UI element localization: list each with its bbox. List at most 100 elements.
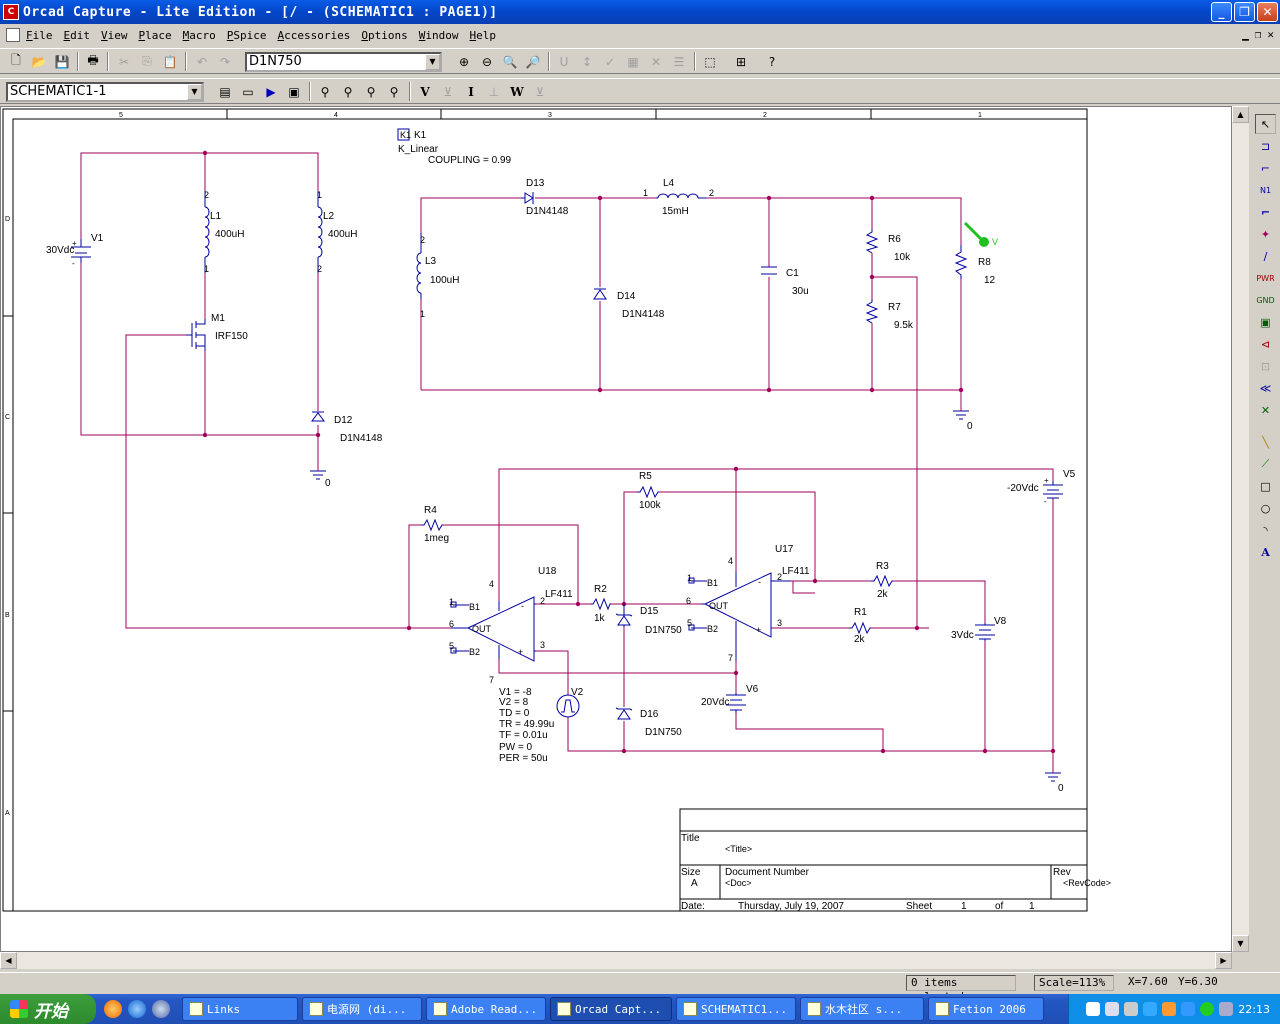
chevron-down-icon[interactable]: ▼ xyxy=(187,84,202,100)
scroll-right-icon[interactable]: ▶ xyxy=(1215,952,1232,969)
voltage-display-icon[interactable]: ⊻ xyxy=(443,84,453,99)
scroll-down-icon[interactable]: ▼ xyxy=(1232,935,1249,952)
place-arc-icon[interactable]: ◝ xyxy=(1263,523,1268,537)
menu-help[interactable]: Help xyxy=(469,28,496,42)
project-manager-icon[interactable]: ⊞ xyxy=(735,54,747,69)
ie-icon[interactable] xyxy=(128,1000,146,1018)
drc-icon[interactable]: ✓ xyxy=(604,54,616,69)
voltage-probe[interactable]: V xyxy=(963,221,998,247)
voltage-marker-icon[interactable]: ⚲ xyxy=(320,84,330,99)
place-wire-icon[interactable]: ⌐ xyxy=(1260,161,1271,175)
task-orcad[interactable]: Orcad Capt... xyxy=(550,997,672,1021)
annotate-icon[interactable]: U xyxy=(559,54,569,69)
place-junction-icon[interactable]: ✦ xyxy=(1260,227,1271,241)
scroll-left-icon[interactable]: ◀ xyxy=(0,952,17,969)
place-port-icon[interactable]: ⊲ xyxy=(1260,337,1271,351)
cross-ref-icon[interactable]: ✕ xyxy=(650,54,662,69)
save-icon[interactable]: 💾 xyxy=(54,54,70,69)
menu-accessories[interactable]: Accessories xyxy=(277,28,351,42)
close-button[interactable]: ✕ xyxy=(1257,2,1278,22)
place-net-alias-icon[interactable]: N1 xyxy=(1259,185,1272,195)
place-ground-icon[interactable]: GND xyxy=(1256,295,1275,305)
place-part-icon[interactable]: ⊐ xyxy=(1260,139,1271,153)
task-dianyuan[interactable]: 电源网 (di... xyxy=(302,997,422,1021)
mdi-minimize-icon[interactable]: ▁ xyxy=(1242,28,1249,41)
volume-icon[interactable] xyxy=(1124,1002,1139,1016)
task-fetion[interactable]: Fetion 2006 xyxy=(928,997,1044,1021)
run-icon[interactable]: ▶ xyxy=(266,84,276,99)
edit-sim-profile-icon[interactable]: ▭ xyxy=(242,84,254,99)
schematic-canvas[interactable]: 5 4 3 2 1 D C B A xyxy=(0,106,1232,952)
view-results-icon[interactable]: ▣ xyxy=(288,84,300,99)
vertical-scrollbar[interactable]: ▲ ▼ xyxy=(1232,106,1249,952)
fetion-tray-icon[interactable] xyxy=(1162,1002,1177,1016)
menu-place[interactable]: Place xyxy=(138,28,172,42)
mdi-restore-icon[interactable]: ❐ xyxy=(1254,28,1262,41)
place-pin-icon[interactable]: ⊡ xyxy=(1260,359,1271,373)
snap-grid-icon[interactable]: ⬚ xyxy=(704,54,716,69)
place-bus-entry-icon[interactable]: ∕ xyxy=(1263,249,1268,263)
paste-icon[interactable]: 📋 xyxy=(162,54,178,69)
restore-button[interactable]: ❐ xyxy=(1234,2,1255,22)
task-links[interactable]: Links xyxy=(182,997,298,1021)
task-shuimu[interactable]: 水木社区 s... xyxy=(800,997,924,1021)
print-icon[interactable]: 🖶 xyxy=(87,53,99,67)
wires[interactable] xyxy=(80,152,1054,773)
scroll-up-icon[interactable]: ▲ xyxy=(1232,106,1249,123)
redo-icon[interactable]: ↷ xyxy=(219,54,231,69)
cut-icon[interactable]: ✂ xyxy=(118,54,130,69)
keyboard-icon[interactable] xyxy=(1086,1002,1101,1016)
menu-window[interactable]: Window xyxy=(418,28,459,42)
network-icon[interactable] xyxy=(1143,1002,1158,1016)
menu-options[interactable]: Options xyxy=(361,28,408,42)
ie-tray-icon[interactable] xyxy=(1181,1002,1196,1016)
new-sim-profile-icon[interactable]: ▤ xyxy=(219,84,231,99)
bias-power-button[interactable]: W xyxy=(510,84,524,99)
copy-icon[interactable]: ⎘ xyxy=(142,54,152,68)
current-display-icon[interactable]: ⊥ xyxy=(488,84,500,99)
monitor-icon[interactable] xyxy=(1219,1002,1234,1016)
help-icon[interactable] xyxy=(1105,1002,1120,1016)
task-adobe[interactable]: Adobe Read... xyxy=(426,997,546,1021)
diff-marker-icon[interactable]: ⚲ xyxy=(343,84,353,99)
title-block[interactable]: Title <Title> Size A Document Number <Do… xyxy=(679,808,1111,912)
place-text-icon[interactable]: A xyxy=(1261,545,1270,559)
place-rectangle-icon[interactable]: □ xyxy=(1260,479,1271,493)
back-annotate-icon[interactable]: ↕ xyxy=(581,54,593,69)
bias-voltage-button[interactable]: V xyxy=(420,84,430,99)
part-symbols[interactable] xyxy=(71,128,1063,782)
bias-current-button[interactable]: I xyxy=(468,84,474,99)
help-icon[interactable]: ? xyxy=(768,54,776,69)
minimize-button[interactable]: _ xyxy=(1211,2,1232,22)
document-icon[interactable] xyxy=(6,28,20,42)
power-marker-icon[interactable]: ⚲ xyxy=(389,84,399,99)
zoom-all-icon[interactable]: 🔎 xyxy=(525,54,541,69)
menu-view[interactable]: View xyxy=(101,28,128,42)
place-line-icon[interactable]: ╲ xyxy=(1262,435,1269,449)
place-hierarchical-block-icon[interactable]: ▣ xyxy=(1260,315,1271,329)
app-icon[interactable]: C xyxy=(3,4,19,20)
chevron-down-icon[interactable]: ▼ xyxy=(425,54,440,70)
place-bus-icon[interactable]: ⌐ xyxy=(1260,205,1271,219)
schematic-combo[interactable]: SCHEMATIC1-1 ▼ xyxy=(6,82,204,102)
mdi-close-icon[interactable]: ✕ xyxy=(1267,28,1274,41)
place-power-icon[interactable]: PWR xyxy=(1256,273,1275,283)
task-schematic[interactable]: SCHEMATIC1... xyxy=(676,997,796,1021)
place-no-connect-icon[interactable]: ✕ xyxy=(1260,403,1271,417)
place-off-page-icon[interactable]: ≪ xyxy=(1259,381,1272,395)
open-icon[interactable]: 📂 xyxy=(31,54,47,69)
menu-edit[interactable]: Edit xyxy=(63,28,91,42)
place-ellipse-icon[interactable]: ○ xyxy=(1260,501,1271,515)
bom-icon[interactable]: ☰ xyxy=(673,54,685,69)
current-marker-icon[interactable]: ⚲ xyxy=(366,84,376,99)
zoom-in-icon[interactable]: ⊕ xyxy=(458,54,470,69)
zoom-area-icon[interactable]: 🔍 xyxy=(502,54,518,69)
menu-file[interactable]: File xyxy=(26,28,53,42)
start-button[interactable]: 开始 xyxy=(0,994,96,1024)
desktop-icon[interactable] xyxy=(152,1000,170,1018)
part-combo[interactable]: D1N750 ▼ xyxy=(245,52,442,72)
place-polyline-icon[interactable]: ⟋ xyxy=(1261,457,1270,470)
netlist-icon[interactable]: ▦ xyxy=(627,54,639,69)
power-display-icon[interactable]: ⊻ xyxy=(535,84,545,99)
select-arrow-icon[interactable]: ↖ xyxy=(1255,114,1276,134)
